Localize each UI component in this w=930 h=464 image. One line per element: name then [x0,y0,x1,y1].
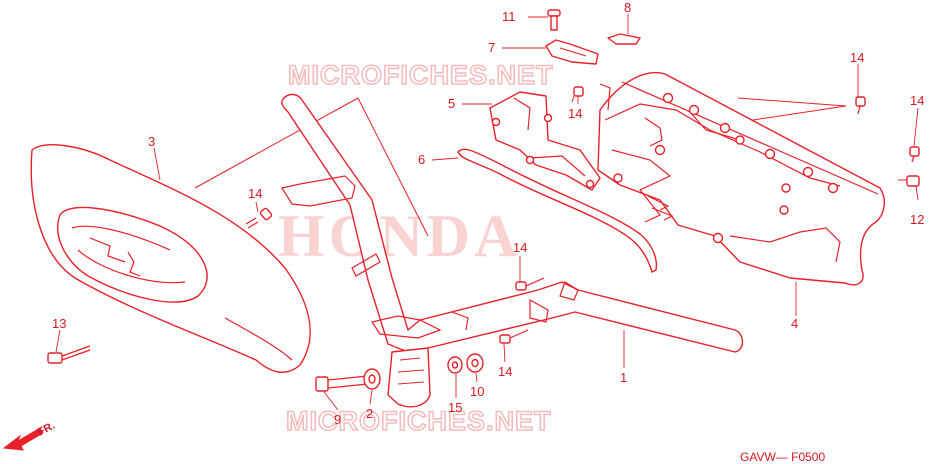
callout-11: 11 [502,9,516,24]
callout-7: 7 [488,40,495,55]
callout-10: 10 [470,384,484,399]
callout-labels: 11 8 7 5 14 14 14 3 6 14 14 12 14 14 4 1… [52,0,924,427]
callout-14-right: 14 [910,93,924,108]
front-direction-arrow: FR. [2,420,57,451]
screw-14-right [909,146,920,163]
front-label: FR. [36,420,57,439]
part-12-bolt [898,175,920,187]
callout-5: 5 [448,96,455,111]
screw-14-upper-bracket [571,86,584,103]
part-8-seal [607,33,641,45]
part-11-screw [547,9,561,31]
watermark-center: HONDA [278,203,521,269]
part-4-rear-cover [597,72,886,286]
part-10-grommet [466,353,484,373]
part-9-bolt [315,375,369,392]
screw-14-left [245,207,273,229]
callout-1: 1 [620,370,627,385]
screw-14-center [515,277,545,291]
callout-13: 13 [52,316,66,331]
callout-9: 9 [334,412,341,427]
callout-6: 6 [418,152,425,167]
part-7-plate [545,39,599,65]
diagram-code: GAVW— F0500 [740,450,825,464]
screw-14-right-upper [855,96,866,115]
watermark-bottom: MICROFICHES.NET [286,406,552,436]
callout-14-center: 14 [513,240,527,255]
part-1-handlebar [281,93,744,408]
part-15-washer [447,356,463,374]
callout-12: 12 [910,212,924,227]
part-3-front-cover [30,144,311,373]
part-13-bolt [47,345,91,364]
callout-8: 8 [624,0,631,15]
callout-14-left: 14 [248,186,262,201]
callout-14-right-upper: 14 [850,50,864,65]
part-6-cable [457,148,658,273]
callout-14-bracket: 14 [568,106,582,121]
callout-2: 2 [366,406,373,421]
callout-14-lower: 14 [498,364,512,379]
callout-4: 4 [791,316,798,331]
callout-3: 3 [148,134,155,149]
screw-14-lower [499,329,529,344]
callout-15: 15 [448,400,462,415]
leader-lines [55,14,919,411]
part-5-bracket [489,91,601,191]
watermark-top: MICROFICHES.NET [288,60,554,90]
part-2-collar [363,368,381,390]
